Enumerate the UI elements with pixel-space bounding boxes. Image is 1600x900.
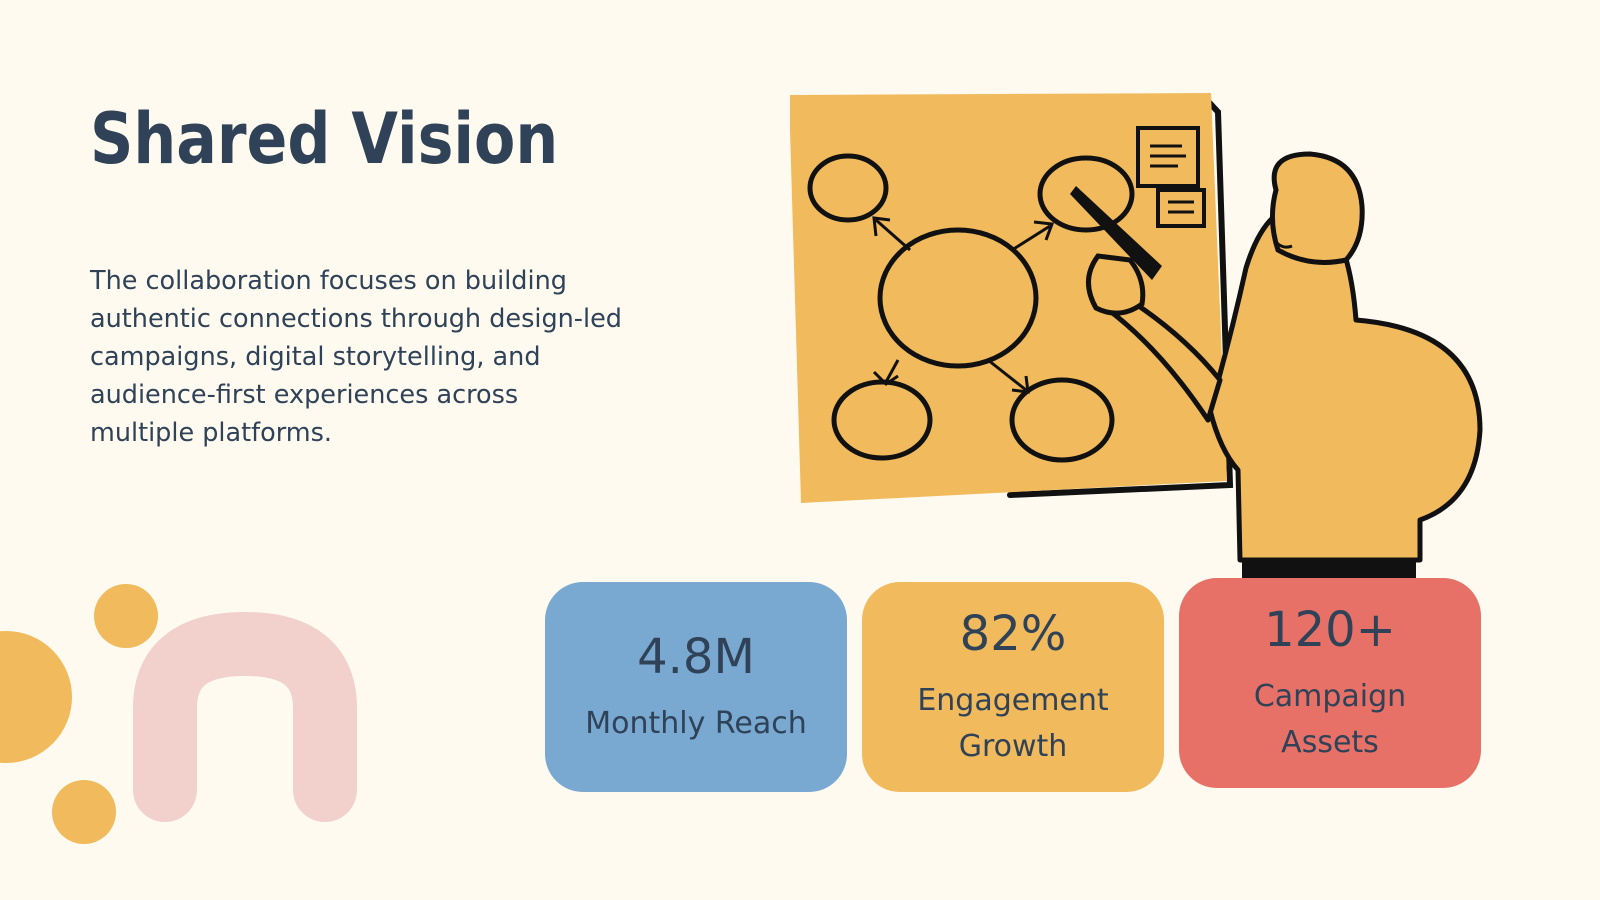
stat-card-monthly-reach: 4.8M Monthly Reach: [545, 582, 847, 792]
stat-value: 120+: [1264, 602, 1396, 658]
stat-label: Engagement Growth: [917, 683, 1109, 764]
stat-label: Monthly Reach: [585, 706, 807, 741]
slide-body-text: The collaboration focuses on building au…: [90, 266, 622, 448]
stat-value: 4.8M: [637, 629, 755, 685]
slide-title: Shared Vision: [90, 98, 559, 180]
person-drawing-mind-map-illustration: [790, 92, 1483, 590]
stat-value: 82%: [959, 606, 1067, 662]
abstract-shapes-icon: [0, 584, 357, 844]
stat-label: Campaign Assets: [1253, 679, 1407, 760]
stat-card-campaign-assets: 120+ Campaign Assets: [1179, 578, 1481, 788]
stat-card-engagement-growth: 82% Engagement Growth: [862, 582, 1164, 792]
